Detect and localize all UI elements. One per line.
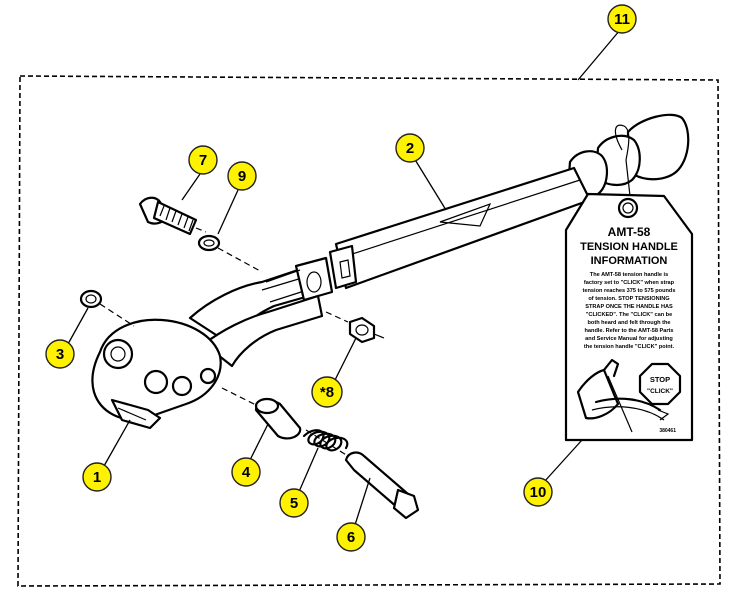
leader-lines [67, 29, 621, 529]
callout-label: 9 [238, 168, 246, 185]
pin [305, 429, 420, 520]
callout-label: 10 [530, 484, 547, 501]
tag-body-line: "CLICKED". The "CLICK" can be [586, 312, 672, 318]
callout-8: *8 [311, 376, 343, 408]
callout-11: 11 [607, 4, 637, 34]
spring [302, 429, 349, 452]
tag-title-line1: AMT-58 [608, 225, 651, 239]
callout-label: 3 [56, 346, 64, 363]
stop-sign-icon: STOP "CLICK" [638, 362, 682, 406]
callout-4: 4 [231, 457, 261, 487]
callout-10: 10 [523, 477, 553, 507]
tension-handle-tube [328, 113, 690, 290]
callout-label: 6 [347, 529, 355, 546]
tag-body-line: handle. Refer to the AMT-58 Parts [585, 328, 674, 334]
nut [325, 311, 385, 344]
tag-body-line: factory set to "CLICK" when strap [584, 280, 675, 286]
tag-body-line: and Service Manual for adjusting [585, 336, 673, 342]
callout-2: 2 [395, 133, 425, 163]
tag-title-line2: TENSION HANDLE [580, 241, 678, 253]
tag-body-line: tension reaches 375 to 575 pounds [583, 288, 676, 294]
small-washer [79, 289, 135, 327]
callout-3: 3 [45, 339, 75, 369]
tag-body-line: both heard and felt through the [588, 320, 671, 326]
tag-title-line3: INFORMATION [591, 255, 668, 267]
information-tag: AMT-58 TENSION HANDLE INFORMATION The AM… [564, 192, 694, 442]
stop-sign-line1: STOP [650, 375, 670, 384]
callout-label: 5 [290, 495, 298, 512]
tag-body-line: STRAP ONCE THE HANDLE HAS [585, 304, 673, 310]
bushing [221, 387, 302, 440]
callout-label: 2 [406, 140, 414, 157]
tag-body-line: the tension handle "CLICK" point. [584, 344, 675, 350]
callout-1: 1 [82, 462, 112, 492]
callout-5: 5 [279, 488, 309, 518]
washer [197, 234, 263, 273]
callout-label: 4 [242, 464, 251, 481]
callout-7: 7 [188, 145, 218, 175]
hand-illustration [576, 358, 670, 433]
tag-body-line: of tension. STOP TENSIONING [588, 296, 669, 302]
callout-label: *8 [320, 384, 334, 401]
tag-body-line: The AMT-58 tension handle is [590, 272, 668, 278]
lever-body [91, 256, 334, 430]
callout-label: 7 [199, 152, 207, 169]
tag-body-text: The AMT-58 tension handle is factory set… [583, 272, 676, 350]
callout-label: 11 [614, 11, 630, 28]
kit-boundary-frame [17, 75, 721, 587]
callout-6: 6 [336, 522, 366, 552]
callout-9: 9 [227, 161, 257, 191]
bolt [138, 196, 207, 236]
tag-part-code: 380461 [659, 428, 676, 434]
callout-label: 1 [93, 469, 101, 486]
stop-sign-line2: "CLICK" [647, 388, 673, 395]
